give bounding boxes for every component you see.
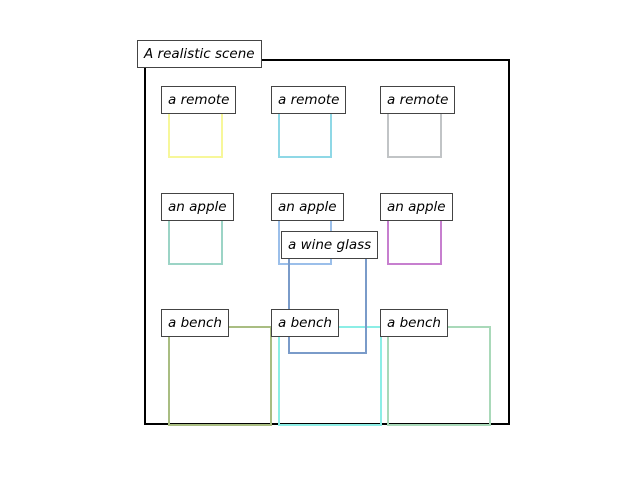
apple-label-3: an apple — [380, 193, 453, 221]
bench-label-2: a bench — [271, 309, 339, 337]
remote-label-1: a remote — [161, 86, 237, 114]
apple-label-2: an apple — [271, 193, 344, 221]
bench-label-3: a bench — [380, 309, 448, 337]
bench-box-1 — [168, 326, 272, 426]
apple-label-1: an apple — [161, 193, 234, 221]
wine-glass-box — [288, 244, 367, 354]
remote-label-2: a remote — [271, 86, 347, 114]
remote-label-3: a remote — [380, 86, 456, 114]
bench-box-3 — [387, 326, 491, 426]
scene-title: A realistic scene — [137, 40, 262, 68]
bench-label-1: a bench — [161, 309, 229, 337]
wine-glass-label: a wine glass — [281, 231, 379, 259]
